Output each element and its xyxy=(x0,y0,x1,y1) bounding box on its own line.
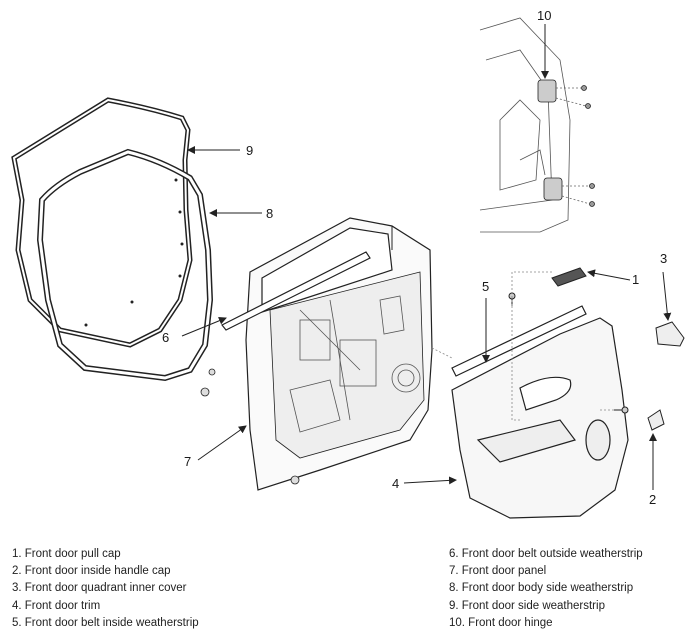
front-door-trim xyxy=(451,317,629,519)
quadrant-inner-cover xyxy=(655,321,685,347)
callout-6: 6 xyxy=(162,330,169,345)
legend-left: 1. Front door pull cap 2. Front door ins… xyxy=(12,546,199,632)
front-door-panel xyxy=(200,217,433,491)
exploded-parts-diagram: 1 2 3 4 5 6 7 8 9 10 xyxy=(11,8,685,519)
legend-item: 8. Front door body side weatherstrip xyxy=(449,582,634,595)
callout-7: 7 xyxy=(184,454,191,469)
side-weatherstrip xyxy=(11,97,193,348)
callout-10: 10 xyxy=(537,8,551,23)
body-side-weatherstrip xyxy=(36,148,214,382)
front-door-hinge-assembly xyxy=(479,17,595,233)
callout-1: 1 xyxy=(632,272,639,287)
legend-item: 5. Front door belt inside weatherstrip xyxy=(12,616,199,629)
front-door-pull-cap xyxy=(551,267,587,287)
alignment-lines xyxy=(431,271,614,421)
callout-3: 3 xyxy=(660,251,667,266)
legend-right: 6. Front door belt outside weatherstrip … xyxy=(449,546,643,632)
callout-4: 4 xyxy=(392,476,399,491)
leader-lines xyxy=(181,24,672,490)
legend-item: 9. Front door side weatherstrip xyxy=(449,599,605,612)
legend-item: 10. Front door hinge xyxy=(449,616,553,629)
callout-9: 9 xyxy=(246,143,253,158)
legend-item: 1. Front door pull cap xyxy=(12,548,121,560)
legend-item: 7. Front door panel xyxy=(449,565,547,578)
legend-item: 4. Front door trim xyxy=(12,599,101,612)
callout-2: 2 xyxy=(649,492,656,507)
callout-8: 8 xyxy=(266,206,273,221)
legend-item: 2. Front door inside handle cap xyxy=(12,565,171,578)
belt-outside-weatherstrip xyxy=(221,251,371,331)
legend-item: 3. Front door quadrant inner cover xyxy=(12,582,187,595)
legend-item: 6. Front door belt outside weatherstrip xyxy=(449,548,643,560)
inside-handle-cap xyxy=(647,409,665,431)
callout-5: 5 xyxy=(482,279,489,294)
